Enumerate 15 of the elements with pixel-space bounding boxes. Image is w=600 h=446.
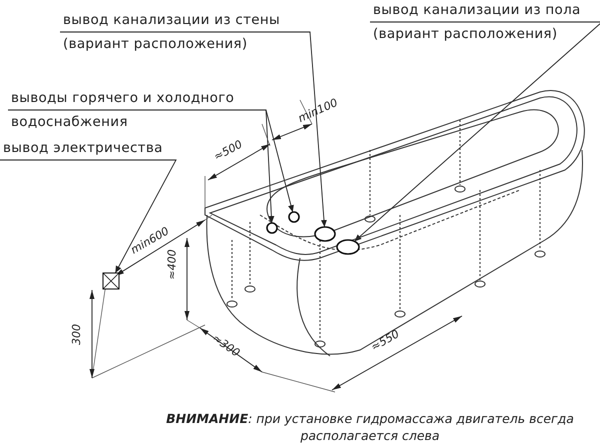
dimension-label: ≈500	[212, 137, 244, 163]
callout-text: вывод канализации из пола (вариант расположения)	[370, 0, 600, 46]
drain-hole	[335, 238, 361, 256]
leader-line	[0, 160, 177, 274]
warning-note: ВНИМАНИЕ: при установке гидромассажа двигатель всегда располагается слева	[165, 410, 575, 444]
dimension-label: 300	[70, 324, 82, 344]
pipe-hole	[265, 221, 279, 235]
dimension-label: ≈400	[166, 248, 179, 280]
callout-text: вывод электричества	[0, 136, 179, 160]
callout-text: вывод канализации из стены (вариант расположения)	[60, 8, 313, 56]
pipe-hole	[287, 210, 301, 224]
drain-hole	[313, 225, 337, 243]
leader-line	[354, 22, 600, 242]
socket-box	[101, 271, 121, 291]
leader-line	[60, 32, 327, 228]
